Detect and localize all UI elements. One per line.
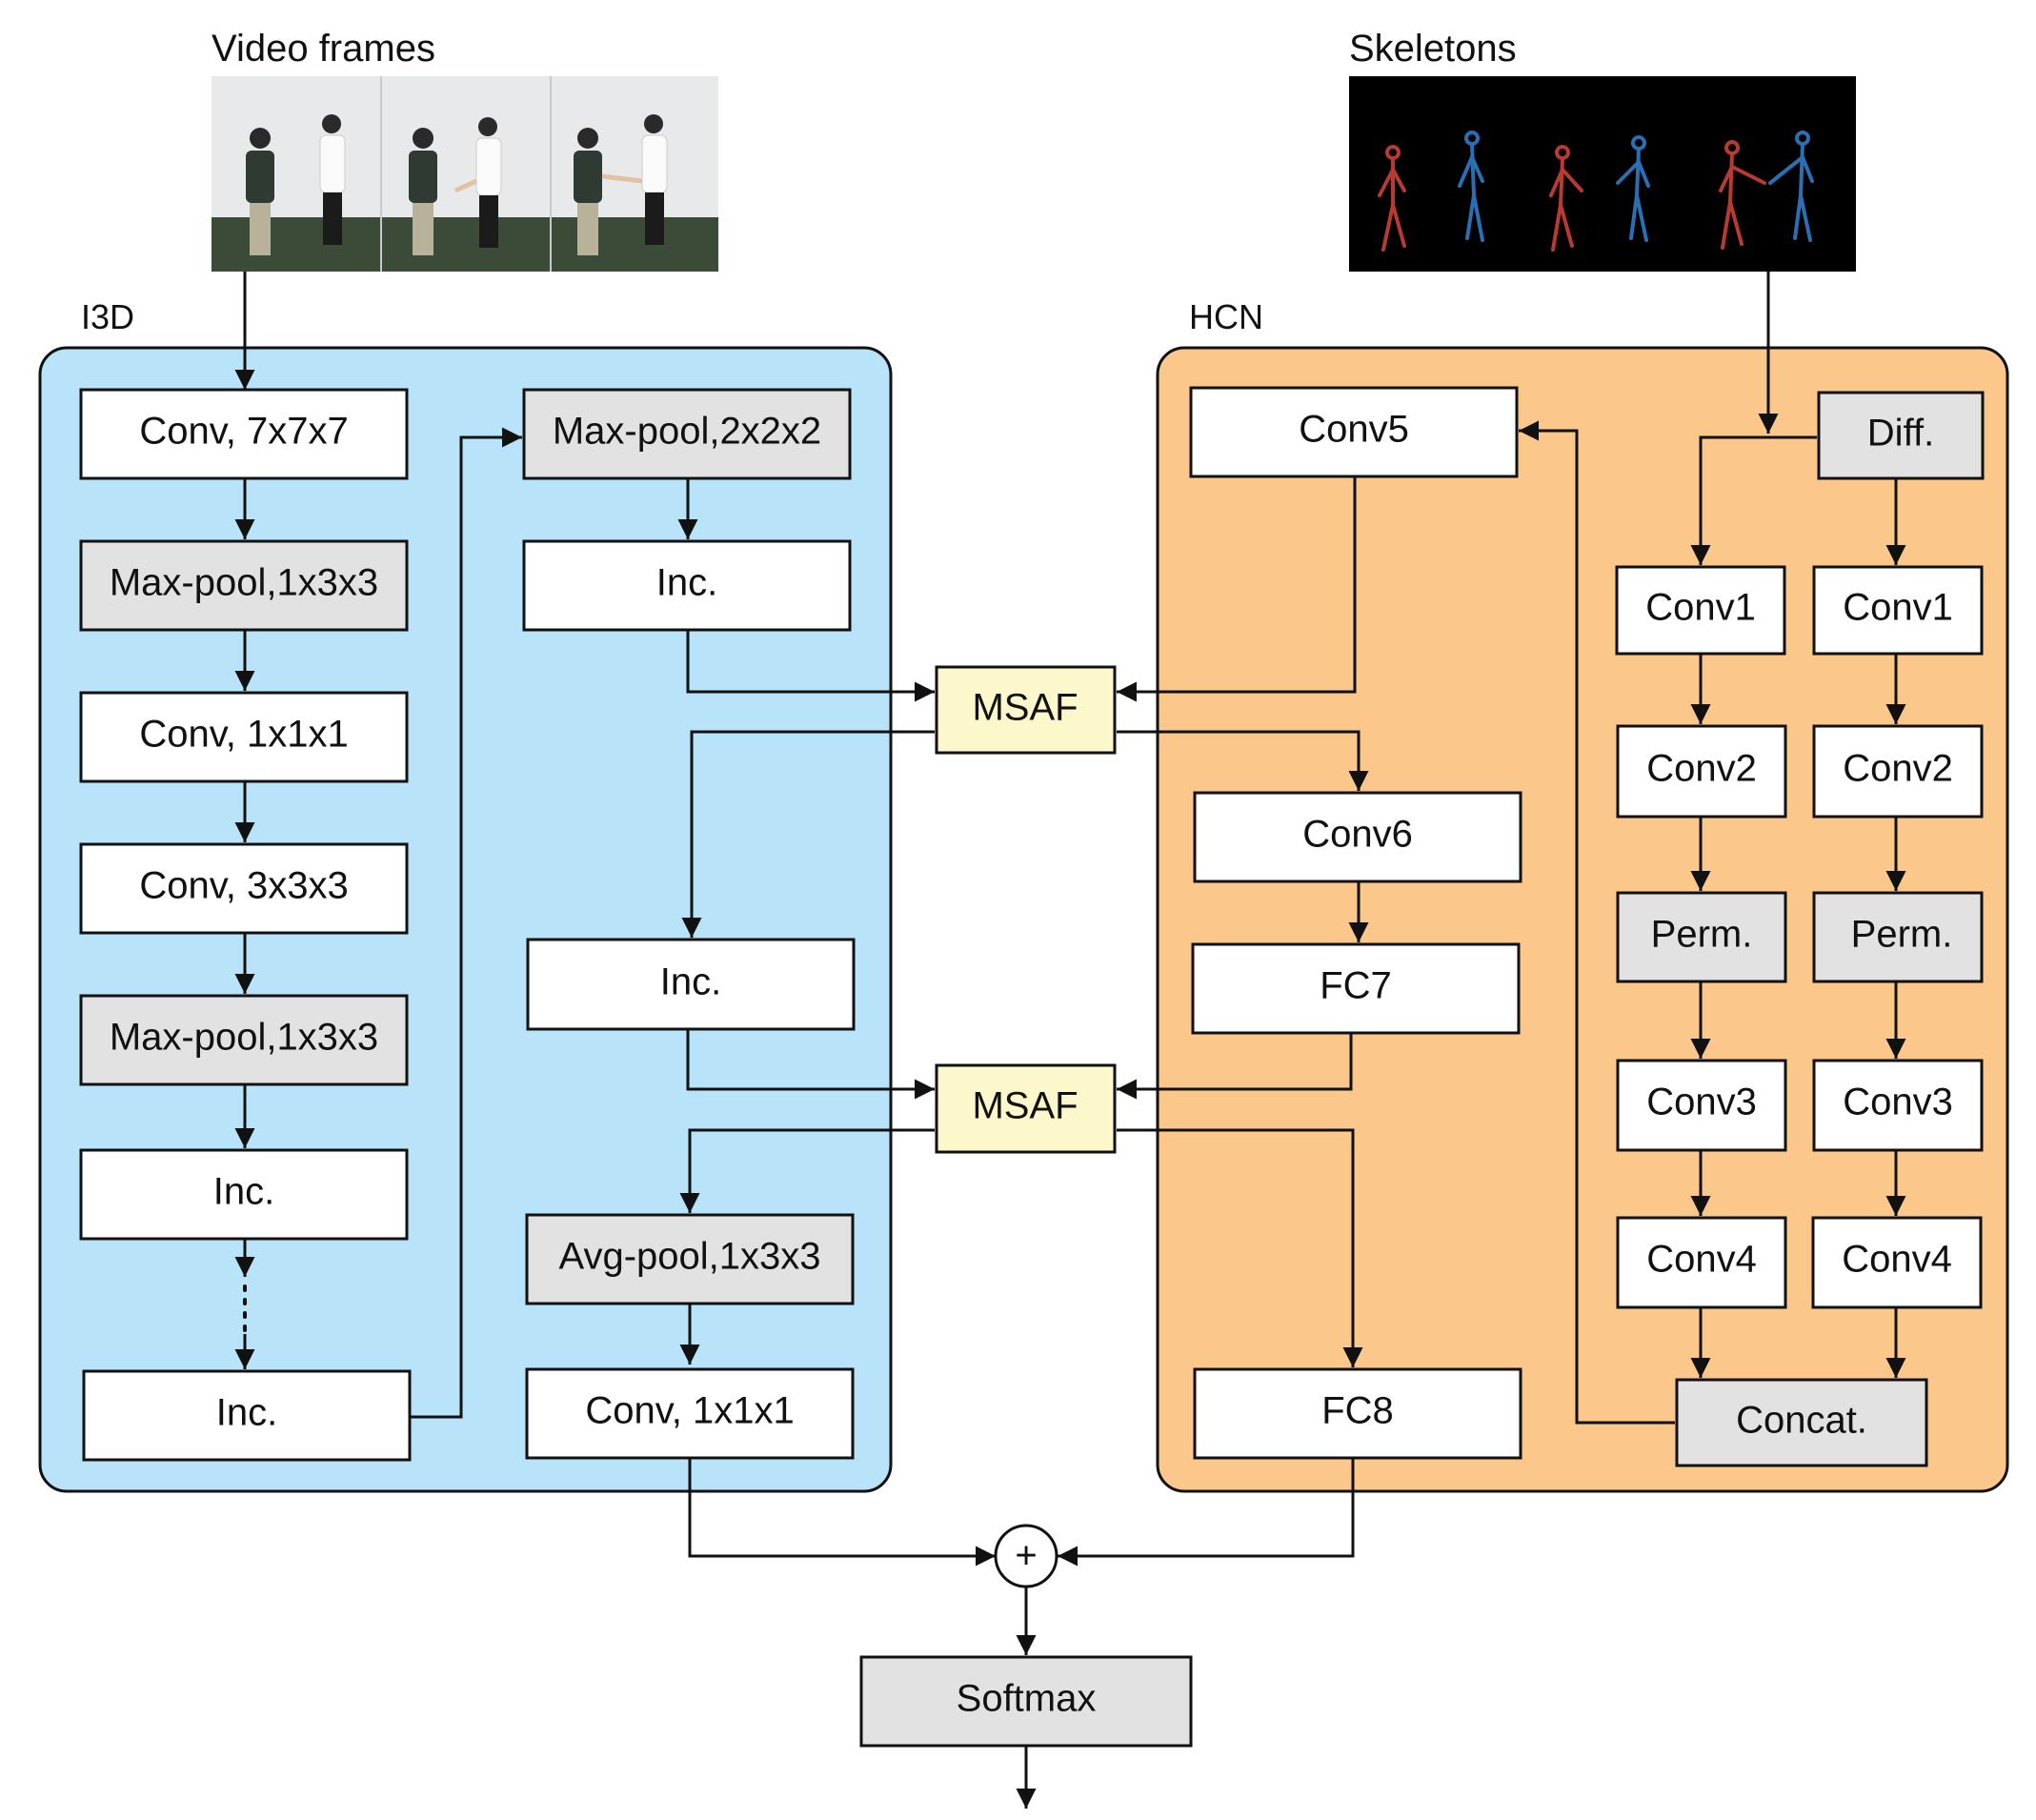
svg-text:Conv, 3x3x3: Conv, 3x3x3: [139, 865, 348, 907]
svg-text:FC8: FC8: [1321, 1390, 1394, 1432]
video-frames-title: Video frames: [212, 28, 435, 70]
svg-text:Max-pool,2x2x2: Max-pool,2x2x2: [553, 411, 821, 453]
i3d-box-maxpool-1x3x3-b: Max-pool,1x3x3: [79, 994, 409, 1086]
i3d-box-inc-b: Inc.: [82, 1369, 412, 1462]
svg-text:Max-pool,1x3x3: Max-pool,1x3x3: [110, 1017, 378, 1059]
i3d-box-maxpool-1x3x3-a: Max-pool,1x3x3: [79, 539, 409, 632]
hcn-box-conv6: Conv6: [1193, 791, 1522, 883]
i3d-box-inc-a: Inc.: [79, 1148, 409, 1241]
svg-text:Inc.: Inc.: [660, 961, 721, 1003]
hcn-panel: [1156, 346, 2009, 1493]
svg-text:Conv, 1x1x1: Conv, 1x1x1: [585, 1390, 794, 1432]
hcn-box-conv2-a: Conv2: [1616, 724, 1787, 819]
svg-text:Conv2: Conv2: [1843, 748, 1953, 790]
svg-text:Conv3: Conv3: [1843, 1082, 1953, 1123]
svg-text:Concat.: Concat.: [1736, 1400, 1867, 1442]
svg-text:Conv2: Conv2: [1646, 748, 1757, 790]
sum-node: +: [994, 1524, 1058, 1588]
svg-text:Conv1: Conv1: [1645, 587, 1756, 629]
video-frames-image: [212, 76, 718, 272]
softmax-box: Softmax: [859, 1655, 1193, 1748]
svg-text:Perm.: Perm.: [1651, 914, 1753, 956]
hcn-box-conv5: Conv5: [1189, 386, 1519, 478]
svg-text:Avg-pool,1x3x3: Avg-pool,1x3x3: [559, 1236, 821, 1278]
svg-text:Inc.: Inc.: [216, 1392, 277, 1434]
i3d-label: I3D: [81, 297, 134, 336]
i3d-box-inc-c: Inc.: [522, 539, 852, 632]
svg-text:Conv6: Conv6: [1302, 814, 1413, 856]
svg-text:Max-pool,1x3x3: Max-pool,1x3x3: [110, 562, 378, 604]
hcn-box-conv1-b: Conv1: [1812, 565, 1984, 656]
svg-text:+: +: [1015, 1535, 1037, 1577]
i3d-box-conv-3x3x3: Conv, 3x3x3: [79, 842, 409, 935]
hcn-box-perm-b: Perm.: [1812, 891, 1984, 983]
svg-text:Diff.: Diff.: [1867, 413, 1934, 455]
svg-text:Conv1: Conv1: [1843, 587, 1953, 629]
svg-text:Softmax: Softmax: [957, 1678, 1097, 1720]
svg-text:Conv4: Conv4: [1646, 1239, 1757, 1281]
hcn-box-conv4-b: Conv4: [1811, 1216, 1983, 1309]
i3d-box-conv-1x1x1-b: Conv, 1x1x1: [525, 1367, 855, 1460]
svg-text:Perm.: Perm.: [1851, 914, 1953, 956]
svg-text:Inc.: Inc.: [656, 562, 717, 604]
svg-text:Inc.: Inc.: [213, 1171, 274, 1213]
skeletons-title: Skeletons: [1349, 28, 1517, 70]
hcn-label: HCN: [1189, 297, 1263, 336]
hcn-box-conv3-a: Conv3: [1616, 1059, 1787, 1152]
edges: [234, 272, 1906, 1809]
svg-text:FC7: FC7: [1320, 965, 1392, 1007]
msaf-box-2: MSAF: [935, 1063, 1117, 1154]
i3d-box-inc-d: Inc.: [526, 938, 856, 1031]
svg-text:MSAF: MSAF: [972, 687, 1078, 729]
hcn-box-fc7: FC7: [1191, 942, 1521, 1035]
hcn-box-fc8: FC8: [1193, 1367, 1522, 1460]
svg-text:Conv5: Conv5: [1299, 409, 1409, 451]
hcn-box-conv2-b: Conv2: [1812, 724, 1984, 819]
hcn-box-conv1-a: Conv1: [1615, 565, 1786, 656]
svg-text:MSAF: MSAF: [972, 1085, 1078, 1127]
hcn-box-concat: Concat.: [1675, 1378, 1928, 1467]
svg-text:Conv4: Conv4: [1842, 1239, 1952, 1281]
svg-text:Conv3: Conv3: [1646, 1082, 1757, 1123]
hcn-box-diff: Diff.: [1817, 391, 1985, 480]
hcn-box-perm-a: Perm.: [1616, 891, 1787, 983]
svg-text:Conv, 7x7x7: Conv, 7x7x7: [139, 411, 348, 453]
svg-text:Conv, 1x1x1: Conv, 1x1x1: [139, 714, 348, 756]
i3d-box-conv-7x7x7: Conv, 7x7x7: [79, 388, 409, 480]
skeletons-image: [1349, 76, 1856, 272]
i3d-box-conv-1x1x1-a: Conv, 1x1x1: [79, 691, 409, 783]
i3d-box-maxpool-2x2x2: Max-pool,2x2x2: [522, 388, 852, 480]
msaf-box-1: MSAF: [935, 665, 1117, 755]
hcn-box-conv3-b: Conv3: [1812, 1059, 1984, 1152]
i3d-box-avgpool-1x3x3: Avg-pool,1x3x3: [525, 1213, 855, 1305]
hcn-box-conv4-a: Conv4: [1616, 1216, 1787, 1309]
